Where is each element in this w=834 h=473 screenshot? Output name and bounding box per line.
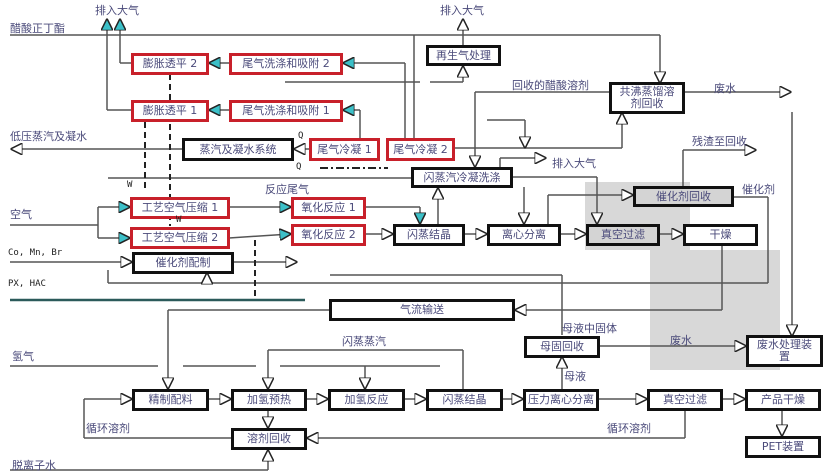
heat-label: Q [298, 131, 304, 141]
regen-gas-box: 再生气处理 [426, 45, 501, 66]
flash-crystallization-box: 闪蒸结晶 [393, 224, 465, 246]
vent-label: 排入大气 [552, 157, 596, 170]
pneumatic-conveying-box: 气流输送 [329, 299, 515, 321]
catalyst-recovery-box: 催化剂回收 [633, 186, 734, 207]
metals-label: Co, Mn, Br [8, 248, 63, 258]
oxidation-1-box: 氧化反应 1 [291, 197, 366, 219]
pet-unit-box: PET装置 [745, 436, 821, 458]
refine-mix-box: 精制配料 [132, 389, 209, 411]
wastewater-label: 废水 [670, 334, 692, 347]
work-label: W [127, 180, 133, 190]
centrifuge-box: 离心分离 [487, 224, 561, 246]
compressor-1-box: 工艺空气压缩 1 [130, 197, 230, 219]
px-hac-label: PX, HAC [8, 279, 46, 289]
air-label: 空气 [10, 208, 32, 221]
offgas-label: 反应尾气 [265, 183, 309, 196]
dryer-box: 干燥 [683, 224, 758, 246]
azeotropic-recovery-box: 共沸蒸馏溶剂回收 [609, 82, 685, 114]
vent-label: 排入大气 [95, 4, 139, 17]
condenser-1-box: 尾气冷凝 1 [309, 138, 380, 161]
expander-2-box: 膨胀透平 2 [131, 53, 209, 75]
work-label: W [176, 215, 182, 225]
residue-label: 残渣至回收 [692, 135, 747, 148]
vacuum-filter-box: 真空过滤 [586, 224, 660, 246]
mother-solids-label: 母液中固体 [562, 322, 617, 335]
hydrogenation-reaction-box: 加氢反应 [328, 389, 405, 411]
compressor-2-box: 工艺空气压缩 2 [130, 227, 230, 249]
butyl-acetate-label: 醋酸正丁酯 [10, 22, 65, 35]
recovered-acid-label: 回收的醋酸溶剂 [512, 79, 589, 92]
vent-label: 排入大气 [440, 4, 484, 17]
lp-steam-label: 低压蒸汽及凝水 [10, 130, 87, 143]
mother-liquor-label: 母液 [564, 370, 586, 383]
steam-system-box: 蒸汽及凝水系统 [182, 138, 294, 161]
hydrogen-label: 氢气 [12, 350, 34, 363]
vacuum-filter-2-box: 真空过滤 [647, 389, 723, 411]
product-dryer-box: 产品干燥 [745, 389, 821, 411]
catalyst-prep-box: 催化剂配制 [132, 252, 234, 274]
heat-label: Q [296, 162, 302, 172]
scrubber-2-box: 尾气洗涤和吸附 2 [229, 53, 343, 75]
hydrogenation-preheat-box: 加氢预热 [231, 389, 307, 411]
scrubber-1-box: 尾气洗涤和吸附 1 [229, 100, 343, 122]
wastewater-treatment-box: 废水处理装置 [746, 335, 823, 367]
mother-solid-recovery-box: 母固回收 [524, 336, 600, 358]
recycle-solvent-label: 循环溶剂 [86, 422, 130, 435]
flash-crystallization-2-box: 闪蒸结晶 [426, 389, 503, 411]
deionized-water-label: 脱离子水 [12, 459, 56, 472]
pressure-centrifuge-box: 压力离心分离 [523, 389, 599, 411]
expander-1-box: 膨胀透平 1 [131, 100, 209, 122]
oxidation-2-box: 氧化反应 2 [291, 224, 366, 246]
solvent-recovery-box: 溶剂回收 [231, 428, 307, 450]
condenser-2-box: 尾气冷凝 2 [386, 138, 455, 161]
flash-steam-label: 闪蒸蒸汽 [342, 335, 386, 348]
recycle-solvent-label: 循环溶剂 [607, 422, 651, 435]
catalyst-label: 催化剂 [742, 183, 775, 196]
wastewater-label: 废水 [714, 82, 736, 95]
flash-wash-box: 闪蒸汽冷凝洗涤 [411, 167, 513, 188]
